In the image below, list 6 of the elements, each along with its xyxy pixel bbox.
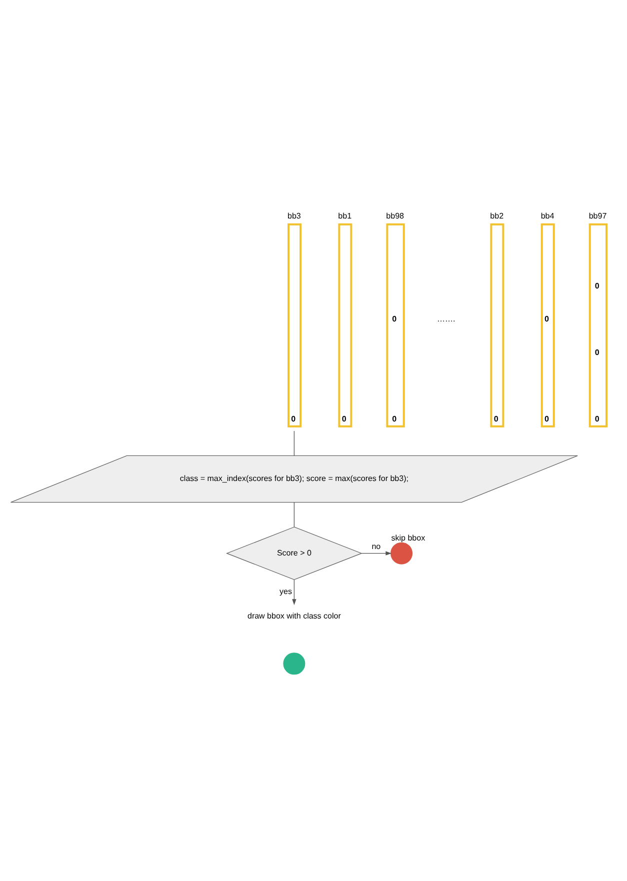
connector: [294, 430, 295, 456]
connector: [294, 502, 295, 527]
arrow: [292, 578, 296, 605]
node-circle: [390, 542, 413, 564]
arrow: [361, 550, 392, 555]
node-circle: [283, 652, 306, 674]
